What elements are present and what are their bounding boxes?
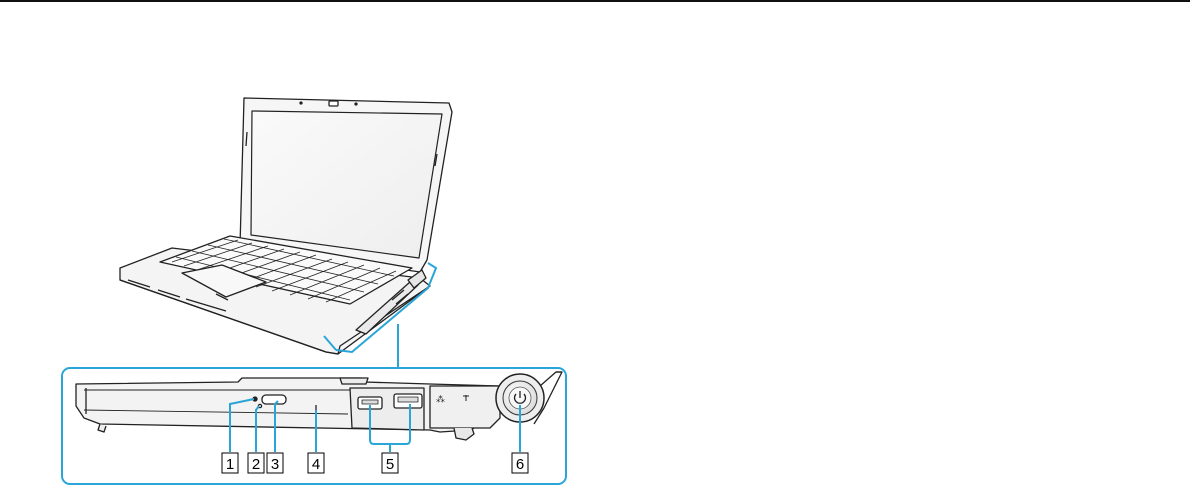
callout-3-label: 3	[271, 456, 279, 473]
callout-5: 5	[382, 453, 398, 473]
webcam	[329, 101, 338, 106]
callout-6-label: 6	[516, 456, 524, 473]
callout-5-label: 5	[386, 456, 394, 473]
callout-1-label: 1	[226, 456, 234, 473]
callout-4-label: 4	[312, 456, 320, 473]
drive-eject-button	[262, 395, 286, 404]
laptop-screen	[251, 111, 442, 258]
callout-4: 4	[308, 453, 324, 473]
laptop-illustration	[120, 98, 452, 354]
side-view: ⁂	[76, 372, 562, 440]
callout-6: 6	[512, 453, 528, 473]
callout-1: 1	[222, 453, 238, 473]
svg-text:⁂: ⁂	[436, 394, 445, 405]
callout-3: 3	[267, 453, 283, 473]
callout-2: 2	[248, 453, 264, 473]
callout-2-label: 2	[252, 456, 260, 473]
